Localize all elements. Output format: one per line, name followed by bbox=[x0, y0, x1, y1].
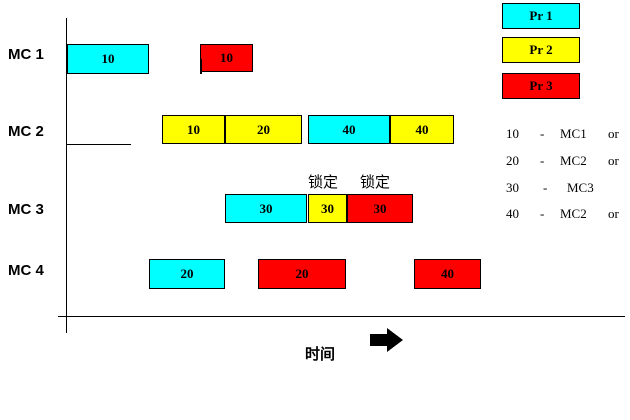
machine-label-mc3: MC 3 bbox=[8, 201, 44, 218]
machine-label-mc4: MC 4 bbox=[8, 262, 44, 279]
legend-item-pr2: Pr 2 bbox=[502, 37, 580, 63]
machine-label-mc1: MC 1 bbox=[8, 46, 44, 63]
routing-suffix: or bbox=[608, 126, 619, 141]
time-axis-label: 时间 bbox=[305, 345, 336, 363]
routing-op: 10 bbox=[506, 126, 519, 141]
task-bar-mc2-3: 40 bbox=[308, 115, 390, 144]
routing-op: 30 bbox=[506, 180, 519, 195]
task-bar-mc3-3: 30 bbox=[347, 194, 413, 223]
task-bar-mc1-2: 10 bbox=[200, 44, 253, 72]
arrow-right-icon bbox=[370, 328, 403, 352]
routing-suffix: or bbox=[608, 153, 619, 168]
task-bar-mc4-1: 20 bbox=[149, 259, 225, 289]
task-bar-mc1-1: 10 bbox=[67, 44, 149, 74]
machine-label-mc2: MC 2 bbox=[8, 123, 44, 140]
task-bar-mc2-4: 40 bbox=[390, 115, 454, 144]
routing-dash: - bbox=[540, 153, 545, 168]
lock-annotation: 锁定 bbox=[308, 173, 339, 191]
routing-machine: MC2 bbox=[560, 206, 587, 221]
routing-machine: MC1 bbox=[560, 126, 587, 141]
routing-machine: MC3 bbox=[567, 180, 594, 195]
lock-annotation: 锁定 bbox=[360, 173, 391, 191]
mc2-baseline-segment bbox=[66, 144, 131, 145]
tick-mark bbox=[200, 59, 202, 74]
task-bar-mc3-1: 30 bbox=[225, 194, 307, 223]
x-axis bbox=[58, 316, 625, 317]
routing-dash: - bbox=[543, 180, 548, 195]
routing-dash: - bbox=[540, 126, 545, 141]
task-bar-mc3-2: 30 bbox=[308, 194, 347, 223]
routing-op: 40 bbox=[506, 206, 519, 221]
task-bar-mc2-1: 10 bbox=[162, 115, 225, 144]
task-bar-mc4-3: 40 bbox=[414, 259, 481, 289]
routing-op: 20 bbox=[506, 153, 519, 168]
routing-suffix: or bbox=[608, 206, 619, 221]
routing-dash: - bbox=[540, 206, 545, 221]
task-bar-mc4-2: 20 bbox=[258, 259, 346, 289]
legend-item-pr1: Pr 1 bbox=[502, 3, 580, 29]
y-axis bbox=[66, 18, 67, 333]
routing-machine: MC2 bbox=[560, 153, 587, 168]
task-bar-mc2-2: 20 bbox=[225, 115, 302, 144]
legend-item-pr3: Pr 3 bbox=[502, 73, 580, 99]
